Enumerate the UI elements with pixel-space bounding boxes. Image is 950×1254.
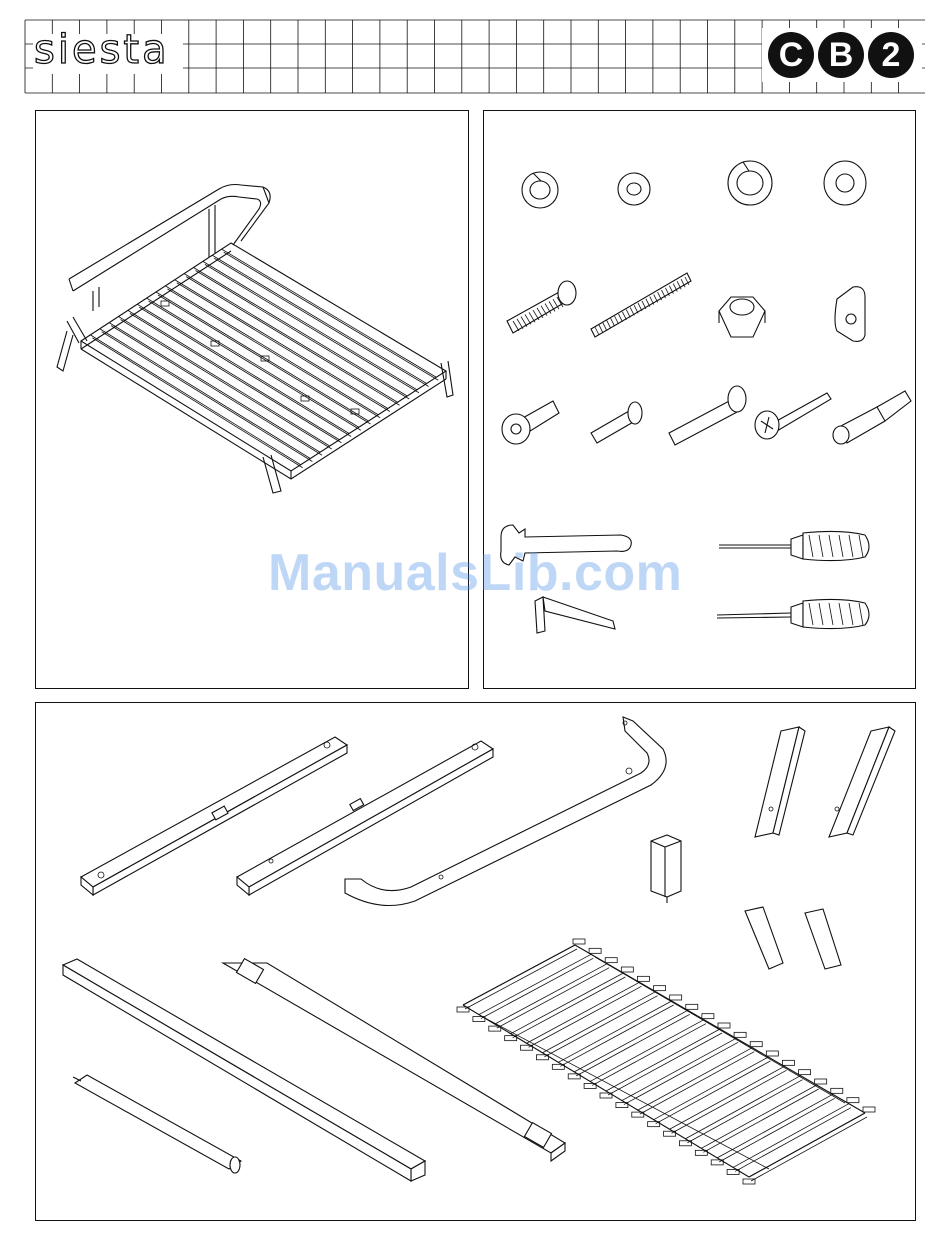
parts-panel xyxy=(35,702,916,1221)
hex-nut-icon xyxy=(719,297,765,337)
brand-wordmark: siesta xyxy=(34,30,170,70)
center-leg-icon xyxy=(651,835,681,903)
flat-washer-small-icon xyxy=(618,173,650,205)
watermark: ManualsLib.com xyxy=(268,543,682,603)
barrel-cap-icon xyxy=(835,287,865,342)
legs-long-icon xyxy=(755,727,895,837)
hex-socket-bolt-long-icon xyxy=(507,281,576,333)
split-lock-washer-large-icon xyxy=(728,161,772,205)
short-bolt-icon xyxy=(591,402,642,443)
flat-washer-large-icon xyxy=(824,161,866,205)
logo-letter-c: C xyxy=(768,32,814,78)
page-header: siesta C B 2 xyxy=(0,0,950,100)
logo-letter-2: 2 xyxy=(868,32,914,78)
legs-short-icon xyxy=(745,907,841,969)
connector-bolt-icon xyxy=(502,401,559,444)
split-lock-washer-small-icon xyxy=(522,172,558,208)
phillips-screwdriver-icon xyxy=(719,531,869,560)
wood-screw-icon xyxy=(755,393,831,439)
slat-assembly-icon xyxy=(457,939,875,1184)
front-rail-icon xyxy=(63,959,425,1181)
threaded-rod-icon xyxy=(591,273,691,337)
bed-slats xyxy=(90,249,438,468)
logo-letter-b: B xyxy=(818,32,864,78)
side-rail-left-icon xyxy=(81,737,347,895)
center-rail-icon xyxy=(223,959,565,1161)
shoulder-bolt-icon xyxy=(669,386,746,445)
dowel-pin-icon xyxy=(833,391,911,444)
flat-screwdriver-icon xyxy=(717,599,869,628)
support-dowel-icon xyxy=(73,1075,241,1173)
parts-illustrations xyxy=(36,703,915,1220)
